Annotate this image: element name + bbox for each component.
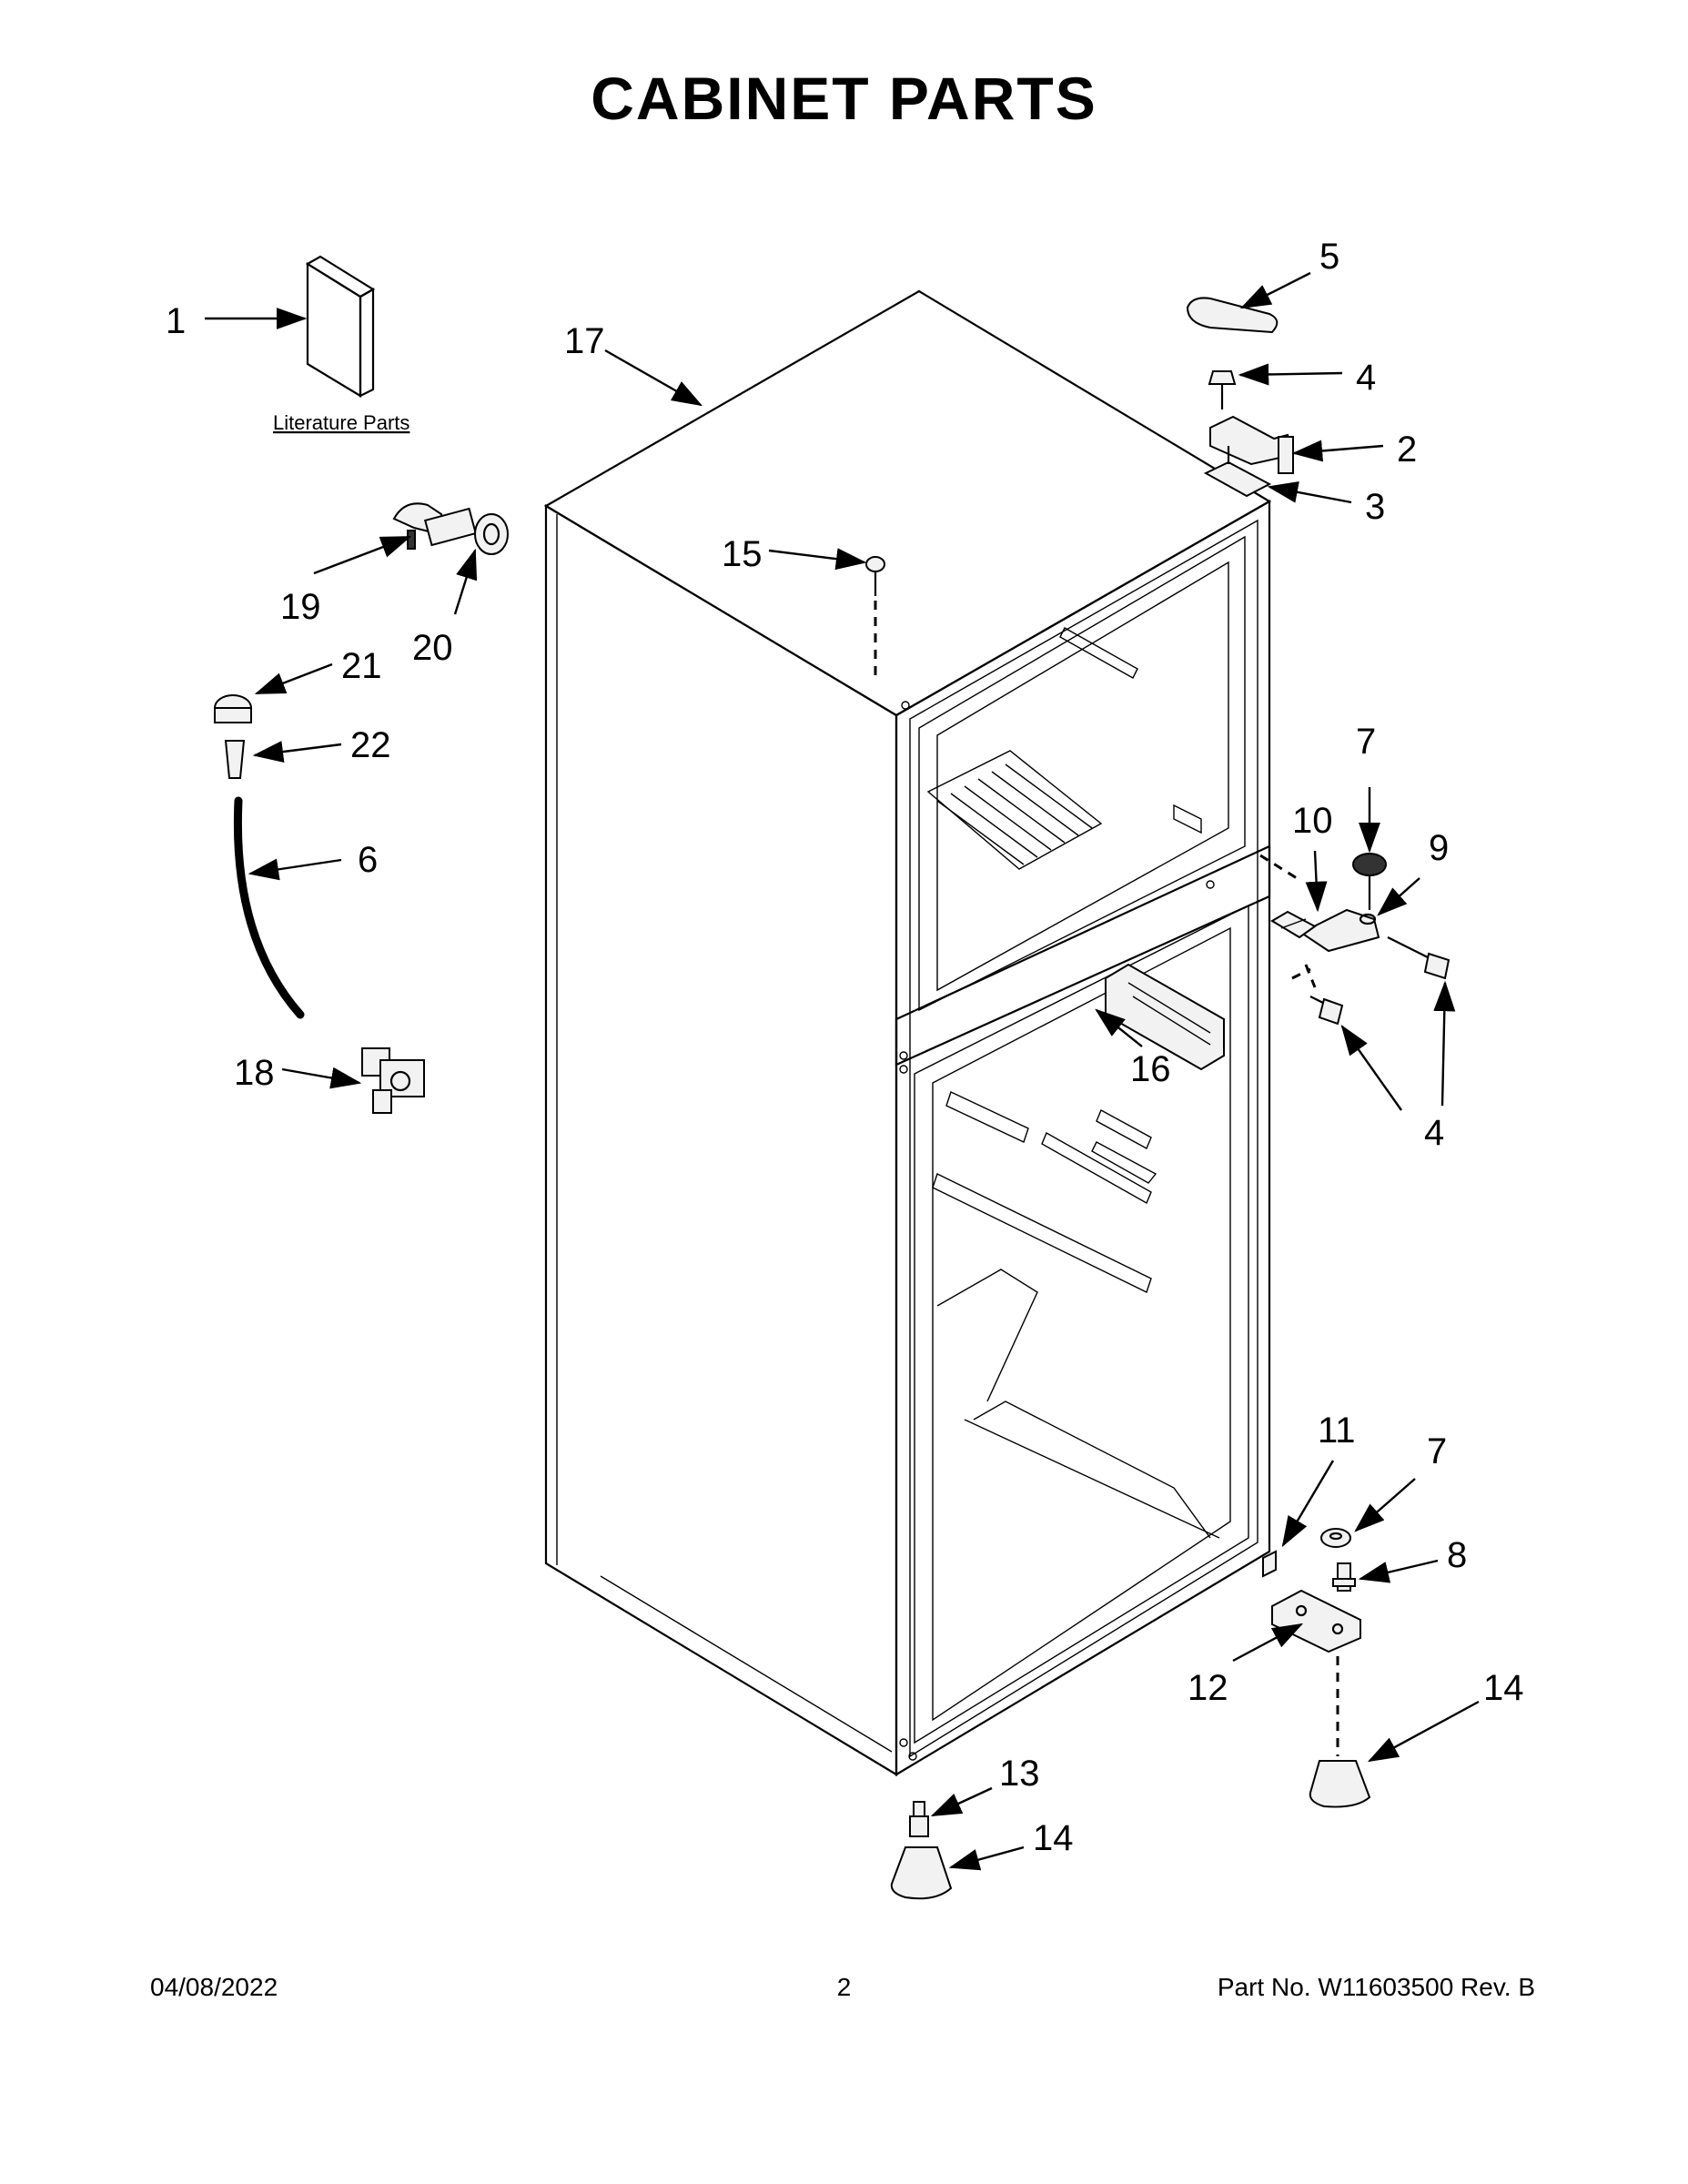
callout-8: 8 <box>1447 1535 1467 1575</box>
callout-22: 22 <box>350 725 391 765</box>
callout-1: 1 <box>166 301 186 341</box>
callout-13: 13 <box>999 1754 1040 1794</box>
callout-12: 12 <box>1188 1668 1228 1708</box>
callout-19: 19 <box>280 587 321 627</box>
center-hinge-screw-left-part <box>1309 996 1344 1026</box>
callout-numbers: 1 17 5 4 2 3 15 19 20 21 22 6 18 7 10 9 … <box>166 237 1524 1858</box>
page-title: CABINET PARTS <box>591 65 1097 132</box>
callout-10: 10 <box>1292 801 1333 841</box>
callout-4-top: 4 <box>1356 358 1376 398</box>
hinge-cover-part <box>1186 297 1279 334</box>
center-hinge-washer-part <box>1352 853 1387 876</box>
callout-7-center: 7 <box>1356 722 1376 762</box>
shim-part <box>1262 1550 1277 1578</box>
callout-17: 17 <box>564 321 605 361</box>
callout-2: 2 <box>1397 430 1417 470</box>
callout-15: 15 <box>722 534 763 574</box>
leveling-leg-right-part <box>1309 1760 1371 1808</box>
callout-7-bottom: 7 <box>1427 1431 1447 1471</box>
clamp-part <box>214 694 252 723</box>
callout-4-center: 4 <box>1424 1113 1444 1153</box>
hinge-pin-part <box>1332 1562 1356 1592</box>
freezer-grille <box>926 750 1103 870</box>
callout-5: 5 <box>1319 237 1339 277</box>
bottom-hinge-washer-part <box>1320 1528 1351 1548</box>
hinge-shim-part <box>1203 460 1272 498</box>
callout-21: 21 <box>341 646 382 686</box>
leader-lines <box>205 271 1480 1871</box>
compression-nut-part <box>224 740 246 779</box>
hinge-screw-top-part <box>1208 370 1237 410</box>
grommet-part <box>474 513 509 555</box>
footer-page-number: 2 <box>836 1973 852 2001</box>
refrigerator-cabinet <box>543 289 1272 1776</box>
fill-tube-assembly <box>392 502 477 550</box>
footer-date: 04/08/2022 <box>150 1973 278 2001</box>
literature-parts-label: Literature Parts <box>273 411 409 434</box>
water-tube-part <box>233 796 305 1019</box>
water-valve-part <box>361 1047 425 1114</box>
callout-3: 3 <box>1365 487 1385 527</box>
callout-6: 6 <box>358 840 378 880</box>
callout-14-right: 14 <box>1483 1668 1524 1708</box>
top-hinge-part <box>1209 415 1294 474</box>
callout-14-left: 14 <box>1033 1818 1074 1858</box>
callout-20: 20 <box>412 628 453 668</box>
callout-16: 16 <box>1130 1049 1171 1089</box>
leveling-screw-part <box>909 1801 929 1837</box>
literature-book-icon <box>305 255 376 398</box>
callout-11: 11 <box>1318 1410 1356 1451</box>
plug-button-part <box>865 556 885 596</box>
callout-9: 9 <box>1429 828 1449 868</box>
leveling-leg-left-part <box>890 1846 953 1900</box>
center-hinge-screw-right-part <box>1387 936 1450 980</box>
center-hinge-part <box>1299 908 1380 953</box>
footer-part-number: Part No. W11603500 Rev. B <box>1217 1973 1535 2001</box>
callout-18: 18 <box>234 1053 275 1093</box>
center-hinge-shim-part <box>1270 910 1317 939</box>
bottom-hinge-part <box>1271 1589 1361 1653</box>
